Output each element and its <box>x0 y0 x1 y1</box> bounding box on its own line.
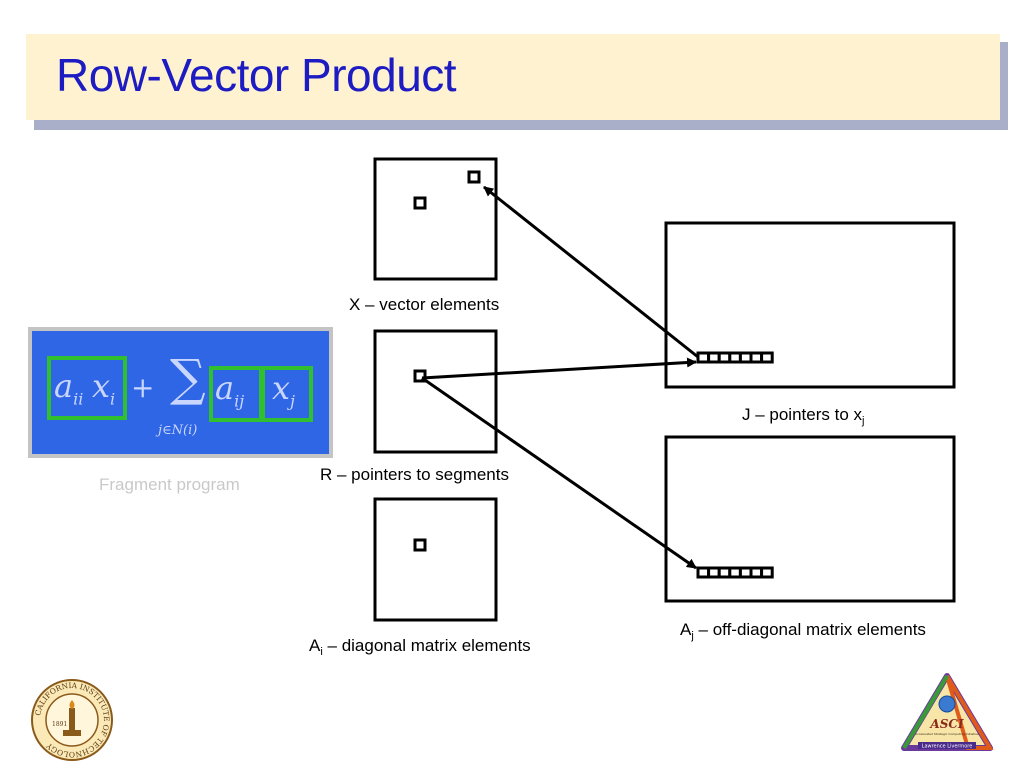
term-xj: xj <box>272 369 296 411</box>
term-aii: aii <box>54 367 84 409</box>
asci-text: ASCI <box>929 717 964 731</box>
segment-cell <box>707 566 721 579</box>
term-xi: xi <box>92 367 116 409</box>
formula-panel: aii xi + ∑ j∈N(i) aij xj <box>32 331 329 454</box>
arrow-j-to-x <box>483 185 699 359</box>
segment-cell <box>749 566 764 579</box>
r-texture <box>373 329 498 454</box>
aj-segment <box>696 566 774 579</box>
j-segment <box>696 351 774 364</box>
x-element-a <box>413 196 427 210</box>
arrow-r-to-aj <box>421 376 697 570</box>
segment-cell <box>717 351 732 364</box>
r-element <box>413 369 427 383</box>
segment-cell <box>738 351 753 364</box>
plus-sign: + <box>131 371 155 404</box>
highlight-xj <box>261 366 313 422</box>
segment-cell <box>696 566 711 579</box>
segment-cell <box>696 351 711 364</box>
segment-cell <box>760 351 774 364</box>
arrow-r-to-j <box>421 357 697 380</box>
aj-label: Aj – off-diagonal matrix elements <box>680 620 926 642</box>
segment-cell <box>707 351 721 364</box>
segment-cell <box>717 566 732 579</box>
r-label: R – pointers to segments <box>320 465 509 484</box>
highlight-aii-xi <box>47 356 127 420</box>
sigma-sign: ∑ <box>170 349 206 407</box>
segment-cell <box>760 566 774 579</box>
sum-subscript: j∈N(i) <box>158 423 198 438</box>
slide-title: Row-Vector Product <box>56 49 457 101</box>
a-texture <box>373 497 498 622</box>
fragment-program-label: Fragment program <box>99 475 240 494</box>
asci-logo: ASCI Accelerated Strategic Computing Ini… <box>901 673 994 751</box>
title-bar: Row-Vector Product <box>26 34 1000 120</box>
a-label: Ai – diagonal matrix elements <box>309 636 531 658</box>
seal-year: 1891 <box>52 721 67 728</box>
fragment-program-formula: aii xi + ∑ j∈N(i) aij xj <box>28 327 333 458</box>
term-aij: aij <box>215 369 245 411</box>
x-label: X – vector elements <box>349 295 500 314</box>
a-element <box>413 538 427 552</box>
segment-cell <box>728 566 742 579</box>
segment-cell <box>749 351 764 364</box>
segment-cell <box>728 351 742 364</box>
asci-subtitle: Accelerated Strategic Computing Initiati… <box>915 732 979 736</box>
asci-footer: Lawrence Livermore <box>922 744 973 750</box>
x-element-b <box>467 170 481 184</box>
j-label: J – pointers to xj <box>742 405 865 427</box>
caltech-seal: CALIFORNIA INSTITUTE OF TECHNOLOGY 1891 <box>31 679 113 761</box>
segment-cell <box>738 566 753 579</box>
